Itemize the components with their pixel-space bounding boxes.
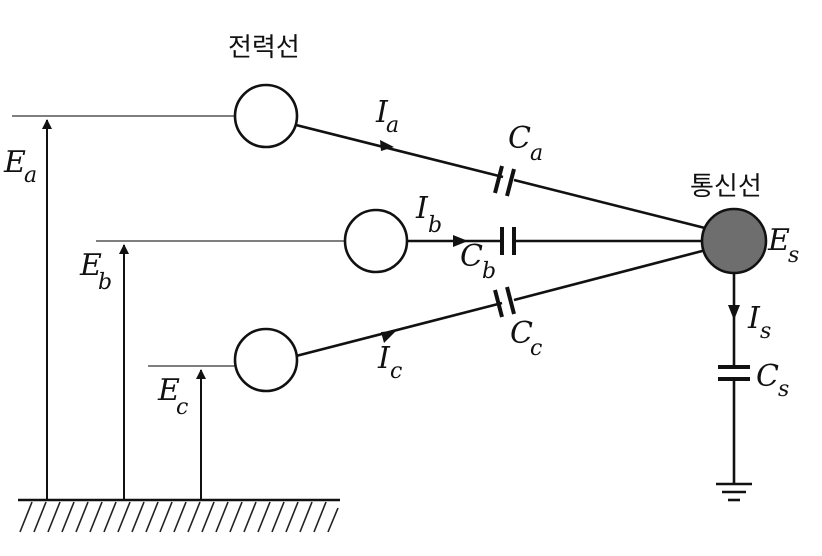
svg-text:E: E [157,373,180,408]
label-ec: E c [157,373,188,420]
label-is: I s [747,301,771,344]
svg-text:c: c [390,359,402,384]
capacitor-cc-plate1 [493,289,504,318]
coupling-line-c-1 [295,301,503,358]
svg-text:C: C [510,316,533,351]
current-arrow-c [381,331,396,343]
svg-text:b: b [428,213,442,238]
svg-text:c: c [530,336,542,361]
svg-text:a: a [386,113,399,138]
comm-line-conductor [700,207,768,275]
coupling-line-c-2 [513,248,707,302]
current-arrow-b [453,235,468,247]
conductor-b [343,208,409,274]
current-arrow-a [380,140,394,151]
svg-text:I: I [377,341,391,376]
label-ea: E a [3,145,37,188]
svg-text:C: C [460,239,483,274]
capacitor-ca-plate2 [505,168,516,197]
svg-text:E: E [767,223,790,258]
svg-text:C: C [508,121,531,156]
current-arrow-s [728,305,740,320]
label-ca: C a [508,121,543,166]
svg-text:c: c [176,395,188,420]
label-eb: E b [79,248,112,295]
label-ic: I c [377,341,402,384]
label-cs: C s [756,359,789,402]
ground-hatch [18,498,340,533]
label-ib: I b [415,191,442,238]
svg-text:a: a [530,141,543,166]
label-ia: I a [375,95,399,138]
svg-text:s: s [760,319,771,344]
svg-text:s: s [778,377,789,402]
svg-text:I: I [415,191,429,226]
svg-text:C: C [756,359,779,394]
svg-text:I: I [375,95,389,130]
svg-text:a: a [24,163,37,188]
svg-text:s: s [788,243,799,268]
capacitor-ca-plate1 [493,165,504,194]
comm-line-title: 통신선 [690,172,762,202]
coupling-line-a-2 [513,178,706,230]
label-cb: C b [460,239,496,284]
conductor-a [233,83,299,149]
ground-icon [716,482,752,502]
coupling-line-a-1 [295,123,504,179]
label-es: E s [767,223,799,268]
svg-text:b: b [98,270,112,295]
svg-text:b: b [482,259,496,284]
label-cc: C c [510,316,542,361]
capacitor-cc-plate2 [505,286,516,315]
svg-text:E: E [79,248,102,283]
power-lines-title: 전력선 [228,33,300,63]
svg-text:E: E [3,145,26,180]
svg-text:I: I [747,301,761,336]
conductor-c [233,327,299,393]
